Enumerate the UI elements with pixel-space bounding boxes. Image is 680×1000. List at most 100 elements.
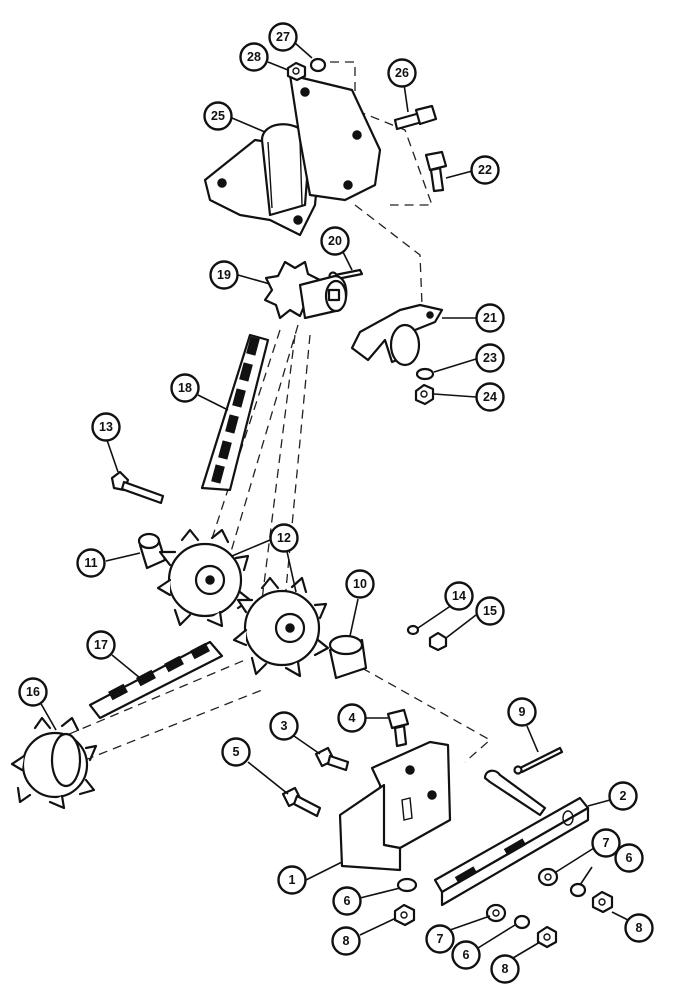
middle-sprocket-12b (232, 576, 330, 678)
svg-text:6: 6 (344, 894, 351, 908)
lock-washer-6-bottom (513, 914, 531, 930)
callout-19: 19 (209, 260, 239, 290)
spacer-10 (328, 634, 368, 680)
cotter-pin-9 (513, 746, 564, 775)
nut-8-bottom (536, 925, 558, 949)
svg-text:5: 5 (233, 745, 240, 759)
callout-3: 3 (269, 711, 299, 741)
svg-text:21: 21 (483, 311, 497, 325)
svg-text:7: 7 (437, 932, 444, 946)
callout-8-left: 8 (331, 926, 361, 956)
callout-1: 1 (277, 865, 307, 895)
bolt-13 (110, 470, 165, 505)
svg-text:6: 6 (626, 851, 633, 865)
bolt-26 (393, 104, 438, 131)
svg-text:4: 4 (349, 711, 356, 725)
callout-10: 10 (345, 569, 375, 599)
svg-text:16: 16 (26, 685, 40, 699)
svg-text:2: 2 (620, 789, 627, 803)
callout-8-bottom: 8 (490, 954, 520, 984)
callout-4: 4 (337, 703, 367, 733)
washer-14 (406, 624, 420, 636)
nut-15 (428, 631, 448, 652)
callout-18: 18 (170, 373, 200, 403)
callout-28: 28 (239, 42, 269, 72)
svg-text:1: 1 (289, 873, 296, 887)
svg-text:13: 13 (99, 420, 113, 434)
svg-text:3: 3 (281, 719, 288, 733)
chain-segment-17 (88, 640, 224, 720)
callout-24: 24 (475, 382, 505, 412)
callouts: 1 2 3 4 5 6 6 6 7 7 8 8 8 9 10 11 12 13 … (18, 22, 654, 984)
nut-24 (414, 383, 435, 406)
nut-8-left (393, 903, 416, 927)
bolt-3 (314, 746, 350, 772)
upper-sprocket-19 (263, 260, 348, 320)
callout-6-right: 6 (614, 843, 644, 873)
bolt-4 (386, 708, 410, 748)
svg-text:22: 22 (478, 163, 492, 177)
lock-washer-6-left (396, 877, 418, 893)
svg-text:12: 12 (277, 531, 291, 545)
callout-25: 25 (203, 101, 233, 131)
svg-text:8: 8 (502, 962, 509, 976)
callout-5: 5 (221, 737, 251, 767)
nut-8-right (591, 890, 614, 914)
arm-plate-2 (433, 769, 590, 907)
callout-6-bottom: 6 (451, 940, 481, 970)
bearing-clamp-21 (350, 303, 444, 367)
upper-bracket-housing-25 (203, 73, 382, 237)
callout-7-right: 7 (591, 828, 621, 858)
callout-11: 11 (76, 548, 106, 578)
callout-7-bottom: 7 (425, 924, 455, 954)
svg-text:7: 7 (603, 836, 610, 850)
svg-text:20: 20 (328, 234, 342, 248)
callout-2: 2 (608, 781, 638, 811)
spacer-11 (137, 532, 167, 570)
callout-21: 21 (475, 303, 505, 333)
callout-8-right: 8 (624, 913, 654, 943)
callout-22: 22 (470, 155, 500, 185)
mounting-bracket-1 (338, 740, 452, 872)
callout-6-left: 6 (332, 886, 362, 916)
svg-text:28: 28 (247, 50, 261, 64)
callout-27: 27 (268, 22, 298, 52)
callout-17: 17 (86, 630, 116, 660)
bolt-22 (424, 150, 448, 193)
bolt-5 (281, 786, 322, 818)
middle-sprocket-12a (156, 528, 252, 628)
washer-23 (415, 367, 435, 381)
svg-text:18: 18 (178, 381, 192, 395)
nut-28 (286, 61, 307, 82)
lock-washer-27 (309, 57, 327, 73)
callout-23: 23 (475, 343, 505, 373)
chain-segment-18 (200, 333, 270, 492)
svg-text:25: 25 (211, 109, 225, 123)
callout-26: 26 (387, 58, 417, 88)
lock-washer-6-right (569, 882, 587, 898)
svg-text:6: 6 (463, 948, 470, 962)
flat-washer-7-right (537, 867, 559, 887)
svg-text:9: 9 (519, 705, 526, 719)
svg-text:26: 26 (395, 66, 409, 80)
svg-text:23: 23 (483, 351, 497, 365)
svg-text:27: 27 (276, 30, 290, 44)
callout-15: 15 (475, 596, 505, 626)
svg-text:8: 8 (343, 934, 350, 948)
callout-20: 20 (320, 226, 350, 256)
svg-text:8: 8 (636, 921, 643, 935)
svg-text:15: 15 (483, 604, 497, 618)
callout-14: 14 (444, 581, 474, 611)
svg-text:19: 19 (217, 268, 231, 282)
svg-text:10: 10 (353, 577, 367, 591)
callout-13: 13 (91, 412, 121, 442)
callout-16: 16 (18, 677, 48, 707)
leader-lines (39, 42, 629, 959)
flat-washer-7-bottom (485, 903, 507, 923)
svg-text:24: 24 (483, 390, 497, 404)
svg-text:14: 14 (452, 589, 466, 603)
lower-sprocket-16 (10, 716, 98, 810)
svg-text:11: 11 (84, 556, 97, 570)
svg-text:17: 17 (94, 638, 108, 652)
